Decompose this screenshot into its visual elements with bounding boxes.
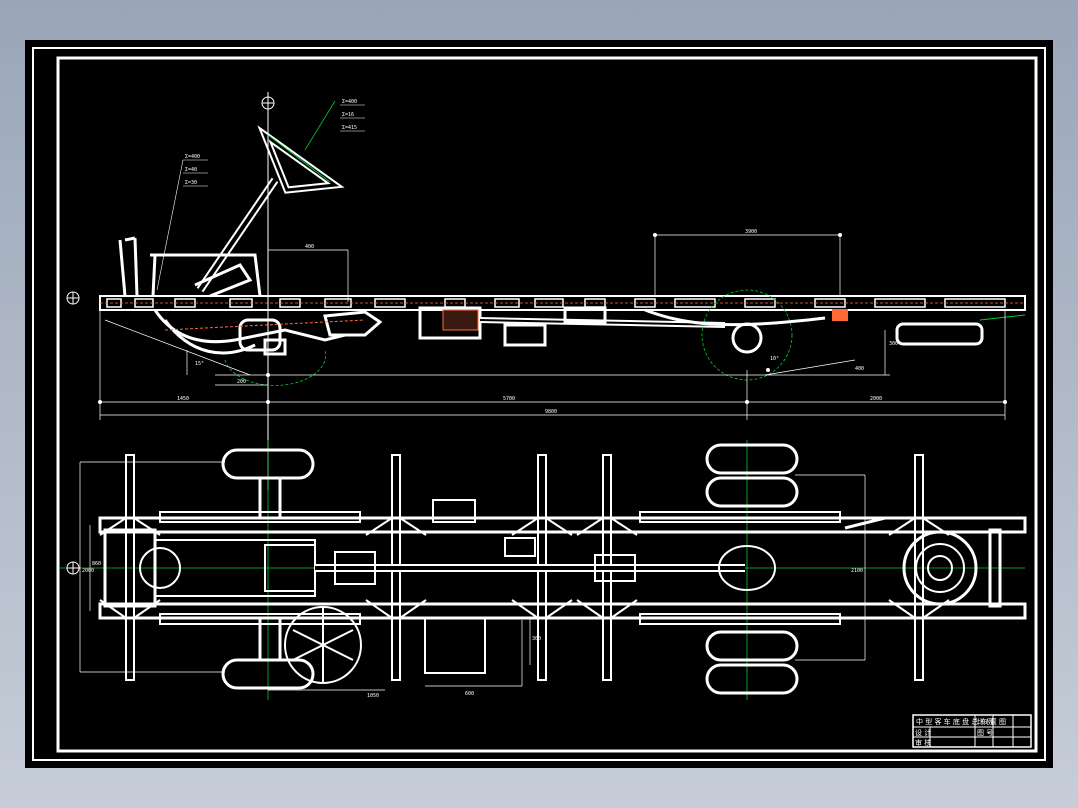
fuel-tank xyxy=(424,617,486,674)
spare-wheel xyxy=(902,530,978,606)
title-block-title: 中 型 客 车 底 盘 总 布 置 图 xyxy=(916,717,1006,726)
title-block-cell-number: 图 号 xyxy=(977,729,993,737)
outer-border xyxy=(32,47,1046,761)
dim-rear-overhang: 2000 xyxy=(870,396,882,402)
dim-frame-width: 860 xyxy=(92,561,101,567)
chassis-drawing: 3900 1450 5700 2000 9800 200 15° 10° 400… xyxy=(32,47,1046,761)
leader-1-line-3: Σ=415 xyxy=(342,125,357,131)
leader-note-2: Σ=400 Σ=40 Σ=30 xyxy=(156,154,208,291)
dim-track-front: 2000 xyxy=(82,568,94,574)
drivetrain xyxy=(418,306,726,347)
dim-steering-offset: 1050 xyxy=(367,693,379,699)
plan-view xyxy=(60,440,1027,700)
differential xyxy=(718,545,776,591)
plan-left-rail xyxy=(98,516,1027,534)
plan-dimensions xyxy=(79,461,866,691)
dim-front-overhang: 1450 xyxy=(177,396,189,402)
rear-tyre-right-outer xyxy=(705,663,799,695)
dim-track-rear: 2100 xyxy=(851,568,863,574)
cad-viewport[interactable]: 3900 1450 5700 2000 9800 200 15° 10° 400… xyxy=(25,40,1053,768)
rear-tank xyxy=(895,322,984,346)
leader-2-line-1: Σ=400 xyxy=(185,154,200,160)
leader-1-line-2: Σ=16 xyxy=(342,112,354,118)
battery-box xyxy=(432,499,476,523)
dim-height-rear: 400 xyxy=(855,366,864,372)
dim-height-front: 400 xyxy=(305,244,314,250)
rear-tyre-left-inner xyxy=(705,476,799,508)
dim-battery-width: 600 xyxy=(465,691,474,697)
side-dim-dots xyxy=(98,233,1007,404)
dim-angle-rear: 10° xyxy=(770,356,779,362)
dim-wheelbase: 5700 xyxy=(503,396,515,402)
inner-border xyxy=(56,56,1038,753)
side-dimensions xyxy=(99,234,1006,420)
leader-note-1: Σ=400 Σ=16 Σ=415 xyxy=(304,99,365,151)
dim-front-axle-offset: 200 xyxy=(237,379,246,385)
dim-tank-depth: 300 xyxy=(532,636,541,642)
steering-assembly xyxy=(196,92,345,490)
title-block-cell-scale: 比 例 xyxy=(977,717,993,726)
title-block xyxy=(912,714,1032,748)
title-block-row-design: 设 计 xyxy=(915,728,931,737)
dim-overall-length: 9800 xyxy=(545,409,557,415)
dim-angle-front: 15° xyxy=(195,361,204,367)
rear-tyre-left-outer xyxy=(705,443,799,475)
front-structure xyxy=(118,236,383,356)
rear-tyre-right-inner xyxy=(705,630,799,662)
rear-axle-side xyxy=(644,289,826,381)
title-block-row-review: 审 核 xyxy=(915,738,931,747)
side-view xyxy=(66,92,1026,490)
leader-2-line-3: Σ=30 xyxy=(185,180,197,186)
leader-1-line-1: Σ=400 xyxy=(342,99,357,105)
leader-2-line-2: Σ=40 xyxy=(185,167,197,173)
dim-wheelbase-top: 3900 xyxy=(745,229,757,235)
dim-ground-clearance: 300 xyxy=(889,341,898,347)
plan-right-rail xyxy=(98,602,1027,620)
